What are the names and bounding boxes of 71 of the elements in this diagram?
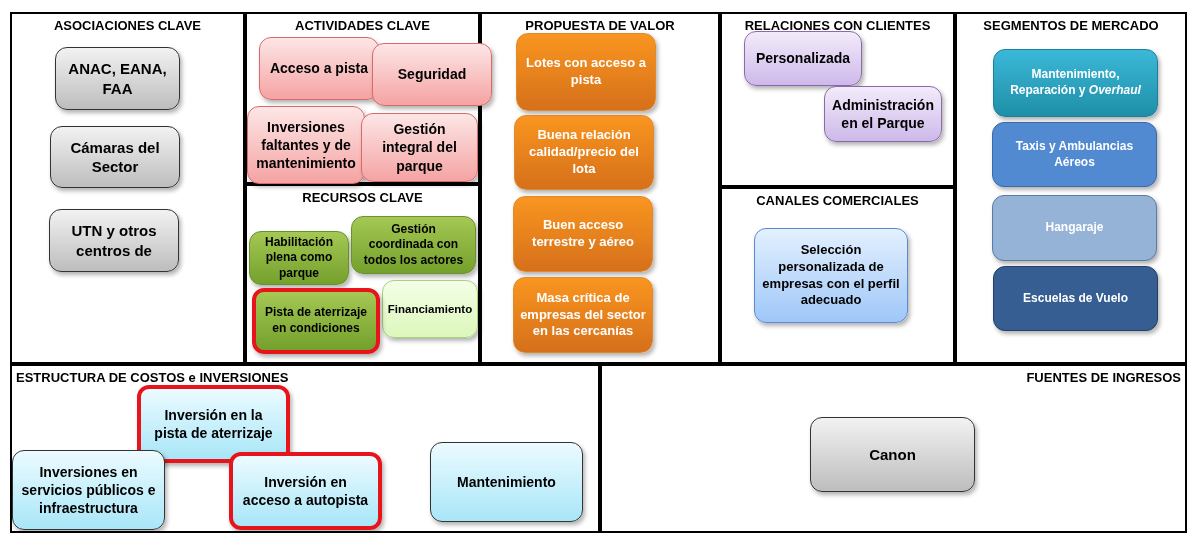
- card-text: UTN y otros centros de: [70, 221, 158, 260]
- content-card: [372, 43, 492, 106]
- content-card: [992, 122, 1157, 187]
- card-text: Habilitación plena como parque: [264, 234, 334, 282]
- card-text: Mantenimiento: [457, 472, 556, 492]
- section-heading: ESTRUCTURA DE COSTOS e INVERSIONES: [16, 370, 290, 385]
- content-card: [754, 228, 908, 323]
- card-text: Cámaras del Sector: [69, 137, 161, 177]
- card-text: Mantenimiento, Reparación y Overhaul: [1009, 67, 1142, 99]
- content-card: [824, 86, 942, 142]
- content-card: [50, 126, 180, 188]
- section-heading: CANALES COMERCIALES: [755, 193, 920, 208]
- card-text: Seguridad: [397, 65, 467, 84]
- canvas-section: [480, 12, 720, 364]
- card-text: Lotes con acceso a pista: [525, 55, 647, 89]
- content-card: [430, 442, 583, 522]
- canvas-section: [720, 12, 955, 187]
- content-card: [993, 266, 1158, 331]
- section-heading: FUENTES DE INGRESOS: [1026, 370, 1181, 385]
- content-card: [247, 106, 365, 184]
- content-card: [12, 450, 165, 530]
- card-text: Inversión en la pista de aterrizaje: [153, 405, 274, 443]
- content-card: [516, 33, 656, 111]
- card-text: Hangaraje: [1045, 220, 1104, 236]
- content-card: [993, 49, 1158, 117]
- content-card: [249, 231, 349, 285]
- card-text: Canon: [869, 444, 916, 465]
- content-card: [55, 47, 180, 110]
- content-card: [361, 113, 478, 182]
- content-card: [229, 452, 382, 530]
- content-card: [252, 288, 380, 354]
- card-text: Inversiones en servicios públicos e infraestructura: [20, 462, 157, 518]
- canvas-section: [10, 364, 600, 533]
- section-heading: RELACIONES CON CLIENTES: [743, 18, 932, 33]
- card-text: ANAC, EANA, FAA: [67, 59, 168, 98]
- card-text: Personalizada: [755, 49, 851, 68]
- card-text: Taxis y Ambulancias Aéreos: [1014, 138, 1135, 171]
- canvas-section: [245, 184, 480, 364]
- content-card: [49, 209, 179, 272]
- content-card: [513, 196, 653, 272]
- canvas-section: [720, 187, 955, 364]
- content-card: [259, 37, 379, 100]
- content-card: [382, 280, 478, 338]
- content-card: [513, 277, 653, 353]
- content-card: [992, 195, 1157, 261]
- content-card: [810, 417, 975, 492]
- content-card: [514, 115, 654, 190]
- card-text: Buen acceso terrestre y aéreo: [531, 217, 635, 251]
- card-text: Buena relación calidad/precio del lota: [528, 127, 640, 178]
- card-text: Administración en el Parque: [831, 95, 935, 133]
- canvas-section: [10, 12, 245, 364]
- card-text: Gestión integral del parque: [381, 120, 458, 175]
- card-text: Inversión en acceso a autopista: [241, 472, 370, 510]
- canvas-section: [955, 12, 1187, 364]
- section-heading: SEGMENTOS DE MERCADO: [982, 18, 1160, 33]
- canvas-section: [600, 364, 1187, 533]
- content-card: [744, 31, 862, 86]
- section-heading: ACTIVIDADES CLAVE: [294, 18, 431, 33]
- card-text: Pista de aterrizaje en condiciones: [263, 305, 369, 337]
- card-text: Inversiones faltantes y de mantenimiento: [255, 117, 357, 173]
- card-text: Masa crítica de empresas del sector en las cercanías: [520, 289, 646, 341]
- card-text: Gestión coordinada con todos los actores: [362, 221, 465, 269]
- section-heading: ASOCIACIONES CLAVE: [52, 18, 203, 33]
- content-card: [137, 385, 290, 463]
- section-heading: RECURSOS CLAVE: [301, 190, 424, 205]
- section-heading: PROPUESTA DE VALOR: [524, 18, 676, 33]
- card-text: Escuelas de Vuelo: [1023, 290, 1128, 307]
- card-text: Selección personalizada de empresas con el perfil adecuado: [761, 241, 901, 310]
- card-text: Financiamiento: [387, 301, 473, 317]
- card-text: Acceso a pista: [269, 59, 369, 78]
- content-card: [351, 216, 476, 274]
